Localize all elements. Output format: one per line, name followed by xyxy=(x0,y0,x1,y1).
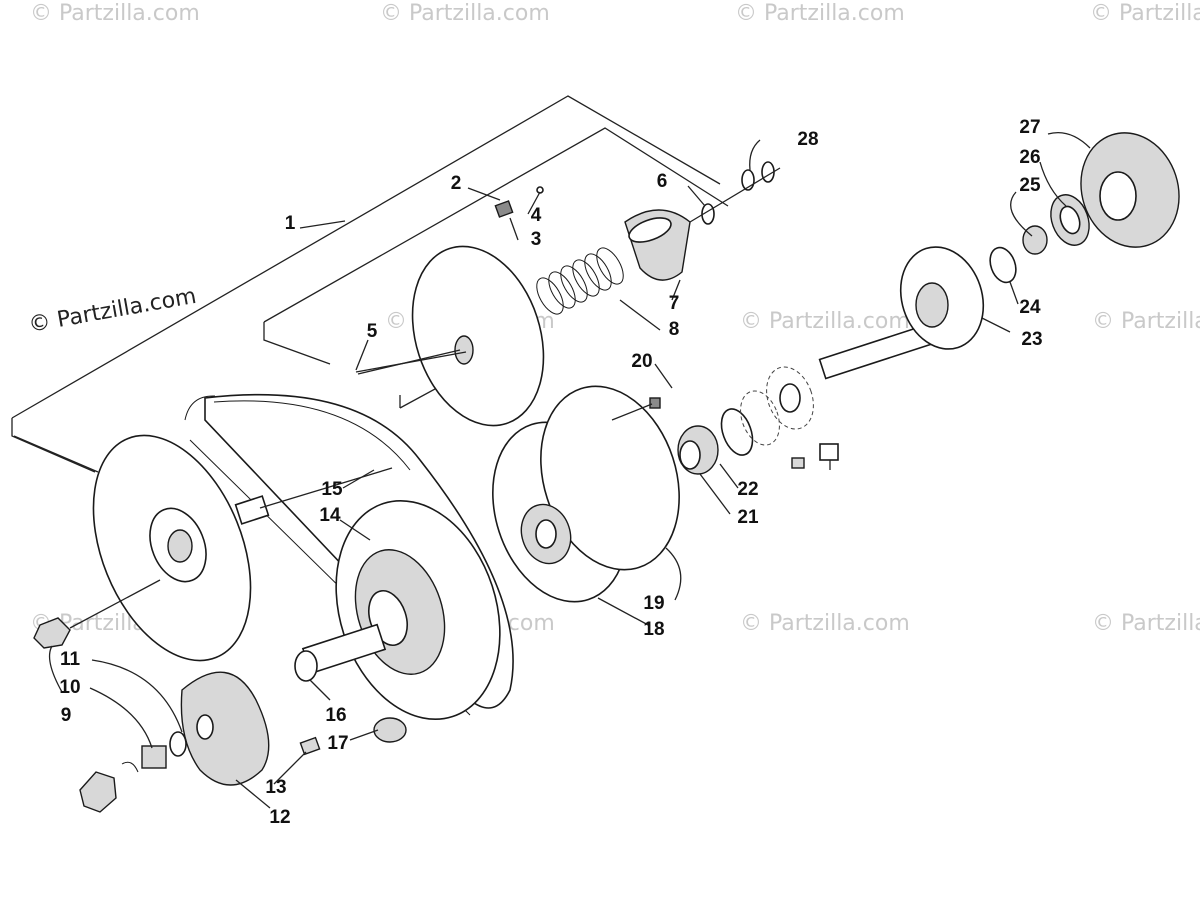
callout-22: 22 xyxy=(737,479,758,500)
watermark: © Partzilla.com xyxy=(740,611,910,636)
callout-14: 14 xyxy=(319,505,341,526)
bushing xyxy=(373,717,407,743)
moveable-sheave xyxy=(357,245,545,427)
callout-9: 9 xyxy=(61,705,72,726)
callout-17: 17 xyxy=(327,733,348,754)
callout-5: 5 xyxy=(367,321,378,342)
watermark: © Partzilla.com xyxy=(1092,611,1200,636)
callout-7: 7 xyxy=(669,293,680,314)
spider xyxy=(624,209,691,281)
spring xyxy=(536,247,624,315)
small-screw xyxy=(494,186,544,218)
bolt-set xyxy=(791,443,839,470)
callout-10: 10 xyxy=(59,677,80,698)
clutch-shoe-assembly xyxy=(1080,132,1180,248)
callout-4: 4 xyxy=(531,205,542,226)
callout-3: 3 xyxy=(531,229,542,250)
nut xyxy=(33,617,71,649)
callout-18: 18 xyxy=(643,619,664,640)
callout-26: 26 xyxy=(1019,147,1040,168)
callout-13: 13 xyxy=(265,777,286,798)
callout-2: 2 xyxy=(451,173,462,194)
drive-clutch-housing xyxy=(492,385,680,603)
callout-19: 19 xyxy=(643,593,664,614)
callout-25: 25 xyxy=(1019,175,1041,196)
callout-6: 6 xyxy=(657,171,668,192)
callout-8: 8 xyxy=(669,319,680,340)
callout-24: 24 xyxy=(1019,297,1041,318)
callout-27: 27 xyxy=(1019,117,1040,138)
callout-16: 16 xyxy=(325,705,346,726)
one-way-bearing xyxy=(1022,194,1090,255)
leader-lines xyxy=(48,131,1091,809)
watermark: © Partzilla.com xyxy=(740,309,910,334)
callout-15: 15 xyxy=(321,479,343,500)
ring xyxy=(989,246,1017,284)
callout-28: 28 xyxy=(797,129,818,150)
watermark: © Partzilla.com xyxy=(1092,309,1200,334)
watermark: © Partzilla.com xyxy=(1090,1,1200,26)
callout-23: 23 xyxy=(1021,329,1042,350)
driven-clutch xyxy=(335,499,501,721)
cam xyxy=(180,671,270,786)
callout-12: 12 xyxy=(269,807,290,828)
copyright-label: © Partzilla.com xyxy=(27,284,199,338)
watermark: © Partzilla.com xyxy=(380,1,550,26)
clip xyxy=(299,736,321,756)
callout-labels: 1 2 3 4 5 6 7 8 9 10 11 12 13 14 15 16 1… xyxy=(59,117,1042,828)
watermark: © Partzilla.com xyxy=(735,1,905,26)
callout-11: 11 xyxy=(60,649,81,670)
pin xyxy=(355,351,467,373)
fixed-sheave xyxy=(69,434,393,662)
callout-21: 21 xyxy=(737,507,759,528)
watermark: © Partzilla.com xyxy=(30,1,200,26)
bearing-set xyxy=(677,366,814,475)
washers xyxy=(79,731,187,813)
shaft xyxy=(294,623,387,682)
screw xyxy=(649,397,661,409)
output-hub xyxy=(818,246,985,380)
rings xyxy=(689,161,781,225)
callout-1: 1 xyxy=(285,213,296,234)
callout-20: 20 xyxy=(631,351,652,372)
